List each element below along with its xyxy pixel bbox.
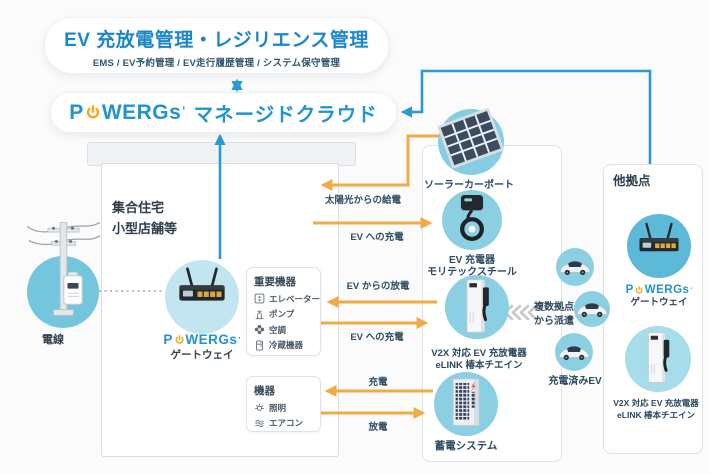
gateway-label: ゲートウェイ	[170, 349, 234, 361]
battery-system-icon	[452, 378, 480, 426]
battery-discharge-label: 放電	[368, 422, 388, 433]
dispatch-label-line2: から派遣	[534, 316, 574, 327]
charged-ev-label: 充電済みEV	[548, 376, 602, 387]
brand-trademark: '	[182, 105, 186, 118]
equipment-item: エアコン	[254, 417, 314, 429]
equipment-box: 機器 照明 エアコン	[246, 376, 321, 432]
equipment-item: 冷蔵機器	[254, 339, 314, 351]
dispatch-label-line1: 複数拠点	[534, 302, 574, 313]
ev-charger-label-line1: EV 充電器	[448, 255, 496, 266]
ev-charge-top-label: EV への充電	[350, 232, 404, 243]
other-v2x-label-line2: eLINK 椿本チエイン	[617, 410, 695, 420]
v2x-label-line2: eLINK 椿本チエイン	[435, 360, 523, 371]
equipment-item: 空調	[254, 324, 314, 336]
refrigerator-icon	[256, 339, 263, 351]
solar-feed-label: 太陽光からの給電	[324, 195, 402, 206]
equipment-title: 機器	[254, 385, 275, 397]
management-title: EV 充放電管理・レジリエンス管理	[64, 30, 369, 51]
powerline-label: 電線	[42, 334, 64, 346]
brand-post: WERGs	[101, 101, 182, 124]
ev-car-icon	[577, 303, 607, 317]
power-icon	[175, 334, 184, 344]
equipment-item: ポンプ	[254, 308, 314, 320]
ev-charger-label-line2: モリテックスチール	[427, 267, 517, 278]
brand-pre: P	[625, 284, 634, 296]
building-label-line1: 集合住宅	[112, 200, 165, 215]
elevator-icon	[254, 293, 265, 304]
ev-car-icon	[559, 346, 589, 360]
other-gateway-label: ゲートウェイ	[630, 297, 688, 308]
router-icon	[639, 222, 679, 252]
ev-charge-bottom-label: EV への充電	[350, 332, 404, 343]
light-icon	[255, 403, 264, 411]
critical-equipment-title: 重要機器	[254, 276, 296, 288]
brand-pre: P	[163, 332, 173, 347]
battery-label: 蓄電システム	[434, 440, 498, 452]
ev-car-icon	[560, 261, 590, 275]
cloud-box: P WERGs ' マネージドクラウド	[50, 92, 397, 133]
brand-post: WERGs	[644, 284, 690, 296]
other-gateway-logo: P WERGs '	[626, 280, 693, 298]
gateway-logo: P WERGs '	[163, 331, 240, 349]
v2x-charger-icon	[466, 279, 489, 333]
other-site-panel	[603, 164, 703, 454]
equipment-item: エレベーター	[254, 293, 320, 305]
v2x-label-line1: V2X 対応 EV 充放電器	[431, 348, 527, 359]
equipment-item: 照明	[254, 402, 314, 414]
ev-discharge-label: EV からの放電	[346, 281, 410, 292]
building-label-line2: 小型店舗等	[112, 221, 178, 236]
ev-charger-icon	[460, 195, 484, 241]
pump-icon	[255, 310, 264, 319]
solar-label: ソーラーカーポート	[424, 180, 514, 191]
power-icon	[86, 104, 99, 118]
power-meter-icon	[63, 272, 83, 305]
brand-post: WERGs	[185, 332, 238, 347]
battery-charge-label: 充電	[368, 377, 388, 388]
router-icon	[179, 267, 225, 301]
cloud-label: マネージドクラウド	[193, 104, 378, 126]
aircon-icon	[255, 419, 264, 427]
brand-pre: P	[69, 101, 84, 124]
management-subtitle: EMS / EV予約管理 / EV走行履歴管理 / システム保守管理	[92, 58, 341, 69]
power-icon	[635, 286, 643, 294]
management-box: EV 充放電管理・レジリエンス管理 EMS / EV予約管理 / EV走行履歴管…	[44, 17, 389, 74]
other-site-title: 他拠点	[613, 174, 651, 188]
other-v2x-label-line1: V2X 対応 EV 充放電器	[613, 398, 699, 408]
brand-trademark: '	[690, 286, 693, 294]
powergs-logo: P WERGs '	[69, 102, 185, 123]
brand-trademark: '	[238, 335, 241, 345]
v2x-charger-icon	[647, 331, 670, 384]
hvac-icon	[254, 324, 265, 335]
critical-equipment-box: 重要機器 エレベーター ポンプ 空調	[246, 267, 321, 356]
utility-pole-icon	[26, 222, 101, 316]
solar-panel-icon	[437, 107, 504, 169]
